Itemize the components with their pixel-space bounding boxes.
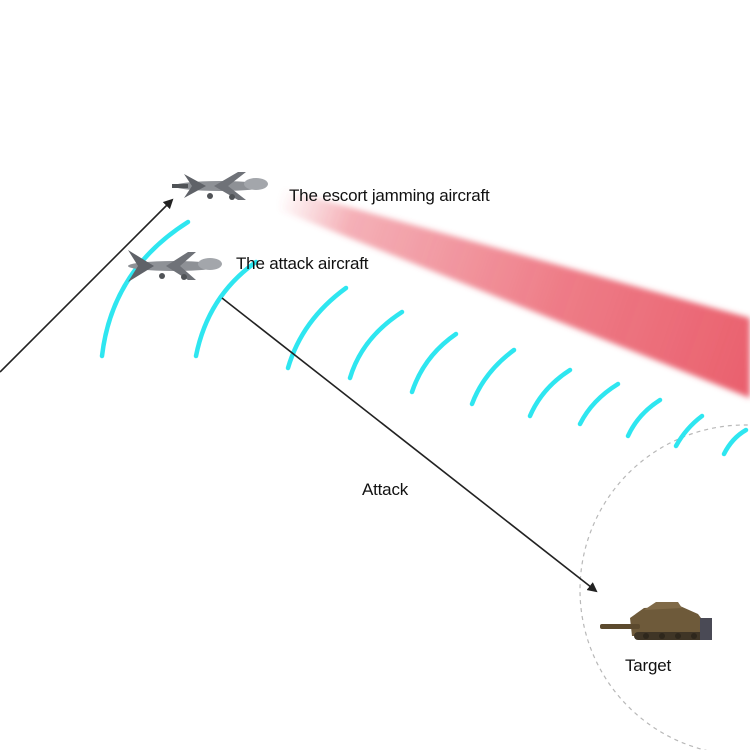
- target-label: Target: [625, 656, 672, 675]
- radar-wave-arc: [625, 397, 663, 439]
- radar-wave-arc: [469, 347, 517, 407]
- target-zone-circle: [579, 424, 750, 750]
- escort-aircraft-label: The escort jamming aircraft: [289, 186, 490, 205]
- radar-wave-arc: [347, 309, 405, 381]
- attack-aircraft-label: The attack aircraft: [236, 254, 369, 273]
- attack-arrow: [221, 297, 598, 593]
- radar-wave-arc: [721, 427, 749, 457]
- escort-aircraft-uav-icon: [172, 172, 268, 200]
- radar-wave-arc: [673, 413, 705, 449]
- attack-arrow-label: Attack: [362, 480, 409, 499]
- radar-wave-arc: [99, 219, 191, 359]
- radar-wave-arc: [409, 331, 459, 395]
- target-tank-icon: [600, 602, 712, 640]
- radar-wave-arc: [193, 259, 259, 359]
- radar-wave-arc: [285, 285, 349, 371]
- escort-approach-arrow: [0, 198, 174, 373]
- jamming-beam: [280, 188, 750, 398]
- radar-wave-arc: [577, 381, 621, 427]
- attack-aircraft-uav-icon: [128, 250, 222, 282]
- radar-waves: [99, 219, 749, 457]
- radar-wave-arc: [527, 367, 573, 419]
